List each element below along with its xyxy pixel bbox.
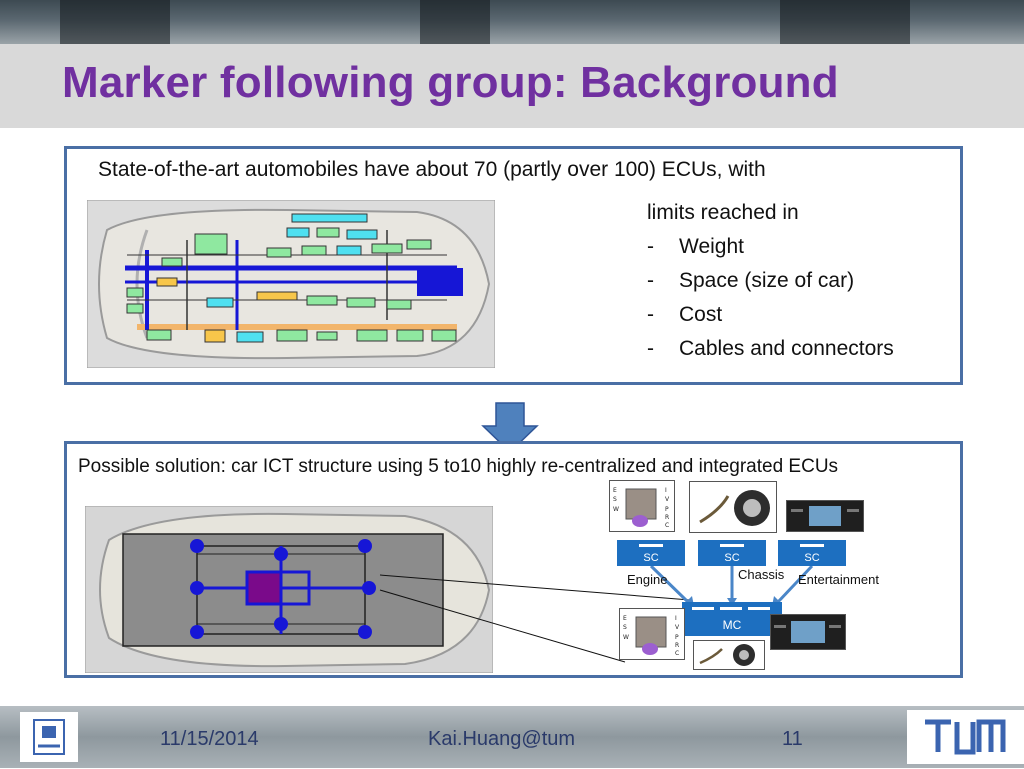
- wheel-icon: [699, 644, 755, 666]
- limit-space: Space (size of car): [679, 269, 855, 292]
- sc-label: SC: [804, 552, 820, 564]
- mc-box: MC: [682, 602, 782, 636]
- svg-text:R: R: [665, 514, 669, 521]
- header-photo-beam: [420, 0, 490, 44]
- list-item: - Weight: [647, 230, 894, 264]
- limits-heading: limits reached in: [647, 201, 799, 224]
- svg-text:I: I: [665, 487, 667, 494]
- limits-list: limits reached in - Weight - Space (size o…: [647, 196, 894, 366]
- engine-icon: E S W I V P R C: [623, 615, 680, 657]
- svg-text:V: V: [675, 624, 680, 631]
- university-seal-logo: [20, 712, 78, 762]
- page-number: 11: [782, 728, 803, 750]
- svg-text:E: E: [623, 615, 627, 622]
- svg-text:I: I: [675, 615, 677, 622]
- limit-cost: Cost: [679, 303, 723, 326]
- tum-logo-icon: [925, 719, 1006, 755]
- footer-author: Kai.Huang@tum: [428, 728, 576, 750]
- svg-text:E: E: [613, 487, 617, 494]
- slide-title: Marker following group: Background: [62, 58, 839, 107]
- limit-cables: Cables and connectors: [679, 337, 894, 360]
- sc-chassis-box: SC: [698, 540, 766, 566]
- list-dash: -: [647, 303, 654, 326]
- sc-label: SC: [643, 552, 659, 564]
- screen-icon: [791, 506, 859, 526]
- svg-text:S: S: [613, 496, 617, 503]
- entertainment-image-lower: [770, 614, 846, 650]
- chassis-image: [689, 481, 777, 533]
- svg-text:W: W: [623, 634, 629, 641]
- entertainment-image: [786, 500, 864, 532]
- limit-weight: Weight: [679, 235, 744, 258]
- header-photo: [0, 0, 1024, 44]
- list-item: - Space (size of car): [647, 264, 894, 298]
- list-dash: -: [647, 235, 654, 258]
- mc-label: MC: [722, 618, 742, 632]
- list-dash: -: [647, 269, 654, 292]
- centralized-car-diagram: [85, 506, 493, 673]
- seal-icon: [33, 719, 65, 755]
- footer-photo: [0, 706, 1024, 768]
- solution-text: Possible solution: car ICT structure usi…: [78, 456, 839, 477]
- svg-text:P: P: [665, 506, 669, 513]
- sc-engine-box: SC: [617, 540, 685, 566]
- svg-text:C: C: [675, 650, 679, 657]
- header-photo-beam: [60, 0, 170, 44]
- svg-text:W: W: [613, 506, 619, 513]
- tum-logo: [907, 710, 1024, 764]
- list-dash: -: [647, 337, 654, 360]
- title-band: [0, 44, 1024, 128]
- sc-entertainment-box: SC: [778, 540, 846, 566]
- chassis-image-lower: [693, 640, 765, 670]
- svg-text:V: V: [665, 496, 670, 503]
- chassis-label: Chassis: [738, 567, 785, 582]
- wheel-icon: [699, 490, 770, 526]
- engine-image: E S W I V P R C: [609, 480, 675, 532]
- screen-icon: [774, 621, 841, 643]
- car-wiring-diagram: [87, 200, 495, 368]
- engine-image-lower: E S W I V P R C: [619, 608, 685, 660]
- entertainment-label: Entertainment: [798, 572, 879, 587]
- footer-date: 11/15/2014: [160, 728, 259, 750]
- svg-text:S: S: [623, 624, 627, 631]
- sc-label: SC: [724, 552, 740, 564]
- engine-label: Engine: [627, 572, 668, 587]
- header-photo-beam: [780, 0, 910, 44]
- engine-icon: E S W I V P R C: [613, 487, 670, 529]
- list-item: - Cost: [647, 298, 894, 332]
- list-item: - Cables and connectors: [647, 332, 894, 366]
- svg-text:R: R: [675, 642, 679, 649]
- svg-text:P: P: [675, 634, 679, 641]
- down-arrow-icon: [481, 402, 539, 454]
- ecu-intro-text: State-of-the-art automobiles have about …: [98, 158, 766, 181]
- svg-text:C: C: [665, 522, 669, 529]
